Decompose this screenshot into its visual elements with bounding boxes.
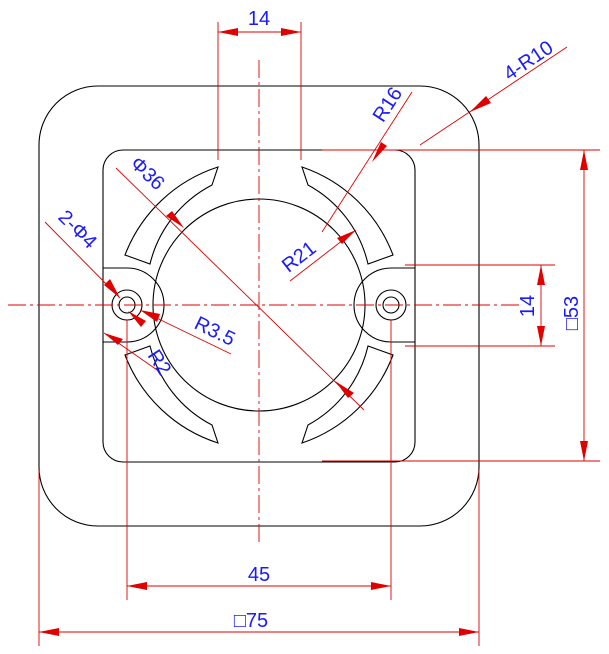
slot-bottom-left xyxy=(124,345,219,444)
slot-bottom-right xyxy=(301,345,394,444)
outer-square-plate xyxy=(38,85,480,527)
outer-square-label: □75 xyxy=(234,610,268,632)
hole-spacing-label: 45 xyxy=(248,564,270,586)
dimension-lines xyxy=(38,22,600,646)
bore-diameter-label: Φ36 xyxy=(126,153,169,195)
slot-top-right xyxy=(301,166,394,265)
center-lines xyxy=(8,60,522,545)
slot-radius-label: R16 xyxy=(369,83,407,126)
right-notch xyxy=(353,267,415,343)
boss-radius-label: R3.5 xyxy=(191,312,239,350)
hole-diameter-label: 2-Φ4 xyxy=(54,206,101,253)
right-gap-label: 14 xyxy=(517,295,539,317)
inner-square-label: □53 xyxy=(561,296,583,330)
dimension-labels: 14 4-R10 R16 Φ36 2-Φ4 R21 R3.5 R2 14 □53… xyxy=(54,8,583,632)
top-width-label: 14 xyxy=(248,8,270,30)
inner-radius-label: R21 xyxy=(278,237,320,277)
corner-radius-label: 4-R10 xyxy=(500,37,557,86)
small-radius-label: R2 xyxy=(143,346,175,379)
slot-top-left xyxy=(124,166,219,265)
